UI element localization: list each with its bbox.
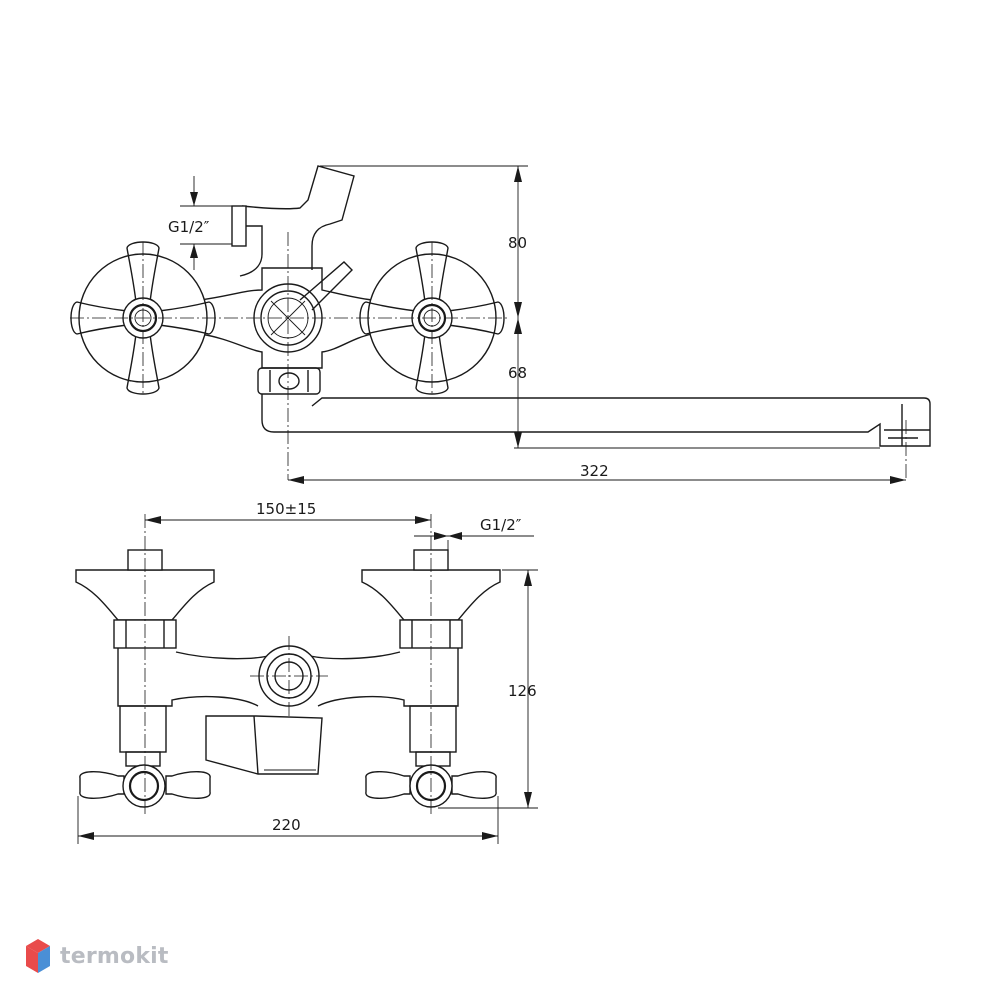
spacing-label: 150±15 <box>256 500 316 518</box>
body-nut <box>257 367 321 395</box>
diverter-lever <box>299 261 353 311</box>
brand-watermark: termokit <box>24 934 169 978</box>
brand-name: termokit <box>60 943 169 969</box>
front-body <box>117 648 459 707</box>
thread-label-front: G1/2″ <box>480 516 522 534</box>
height-label: 126 <box>508 682 537 700</box>
front-outlet <box>205 715 323 775</box>
front-view: 150±15 G1/2″ 126 220 <box>75 500 538 844</box>
top-view: G1/2″ 80 68 322 <box>69 165 931 484</box>
spout-length-label: 322 <box>580 462 609 480</box>
right-lower-handle-icon <box>365 771 497 799</box>
thread-label-top: G1/2″ <box>168 218 210 236</box>
height-upper-label: 80 <box>508 234 527 252</box>
height-lower-label: 68 <box>508 364 527 382</box>
width-label: 220 <box>272 816 301 834</box>
brand-logo-icon <box>26 939 50 973</box>
shower-outlet <box>239 165 355 277</box>
spout <box>261 394 931 447</box>
